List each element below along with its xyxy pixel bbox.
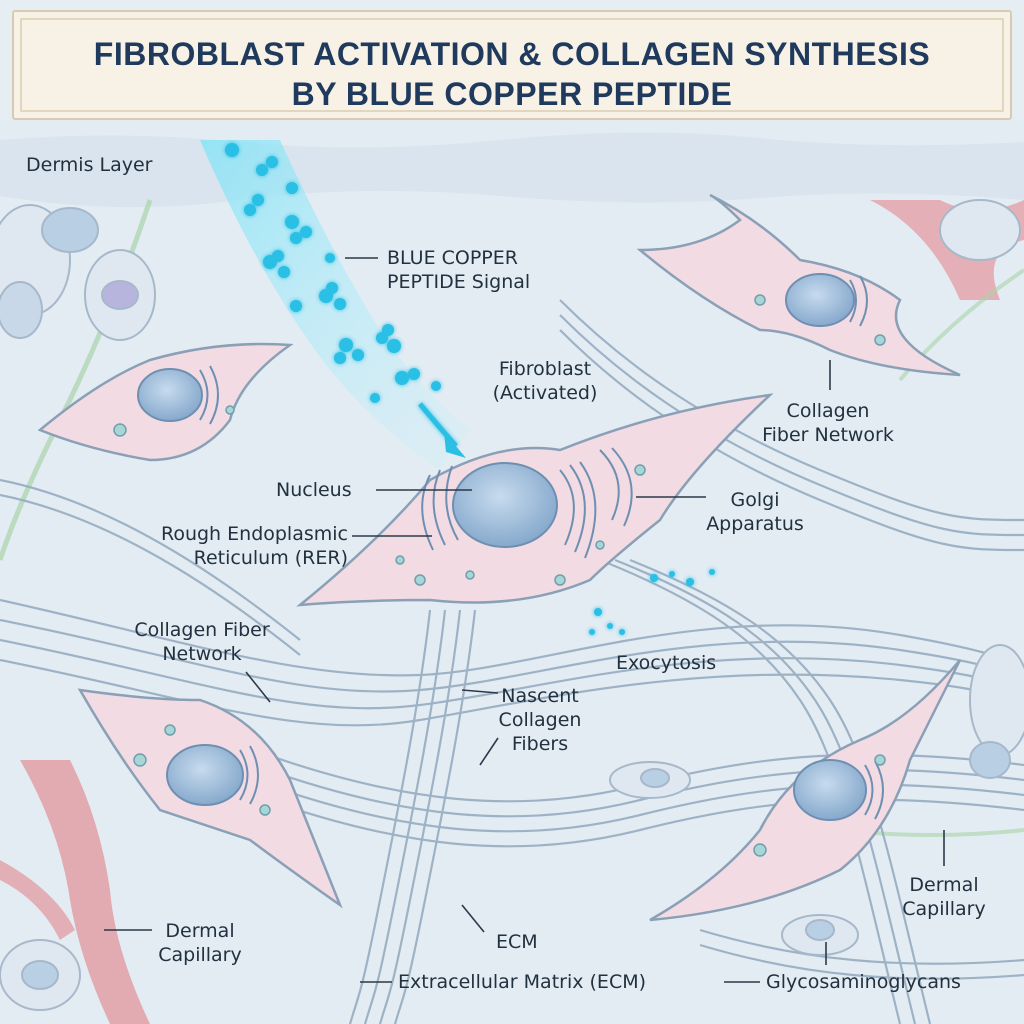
label-glycosaminoglycans: Glycosaminoglycans [766,971,961,993]
label-golgi-line: Apparatus [706,513,804,535]
title-line-1: FIBROBLAST ACTIVATION & COLLAGEN SYNTHES… [93,36,931,72]
central-nucleus [452,462,558,548]
label-ecm: ECM [496,931,538,953]
label-peptide-signal-line: PEPTIDE Signal [387,271,531,293]
title-banner: FIBROBLAST ACTIVATION & COLLAGEN SYNTHES… [12,10,1012,120]
label-collagen-network-left-line: Network [162,643,242,665]
label-nascent-line: Nascent [501,685,579,707]
label-peptide-signal-line: BLUE COPPER [387,247,518,269]
nuclei [137,273,867,821]
label-dermal-capillary-right-line: Dermal [909,874,979,896]
label-collagen-network-left: Collagen Fiber Network [112,618,292,666]
organelle-membranes [199,275,884,820]
background-cells [0,199,1024,1011]
exocytosis-particles [589,569,715,635]
label-nucleus: Nucleus [276,479,352,501]
label-nascent-line: Collagen [498,709,582,731]
label-collagen-network-right: Collagen Fiber Network [738,399,918,447]
label-nascent-collagen-fibers: Nascent Collagen Fibers [490,684,590,756]
peptide-arrow-head [444,432,466,458]
label-rer-line: Rough Endoplasmic [160,523,348,545]
label-collagen-network-right-line: Fiber Network [762,424,894,446]
title-line-2: BY BLUE COPPER PEPTIDE [291,76,733,112]
label-golgi-line: Golgi [730,489,780,511]
label-golgi-apparatus: Golgi Apparatus [690,488,820,536]
label-exocytosis: Exocytosis [616,652,717,674]
label-dermal-capillary-right-line: Capillary [902,898,986,920]
capillary-bottom-left-branch [0,860,75,940]
label-rer-line: Reticulum (RER) [193,547,348,569]
label-fibroblast-activated: Fibroblast (Activated) [470,357,620,405]
label-fibroblast-line: Fibroblast [498,358,592,380]
peptide-arrow [418,402,458,448]
label-extracellular-matrix: Extracellular Matrix (ECM) [398,971,647,993]
vesicles [113,294,886,857]
label-dermal-capillary-left: Dermal Capillary [140,919,260,967]
label-dermis-layer: Dermis Layer [26,154,153,176]
label-fibroblast-line: (Activated) [492,382,598,404]
leader-lines [104,257,945,983]
label-collagen-network-right-line: Collagen [786,400,870,422]
page-title: FIBROBLAST ACTIVATION & COLLAGEN SYNTHES… [14,34,1010,114]
label-nascent-line: Fibers [511,733,569,755]
label-collagen-network-left-line: Collagen Fiber [134,619,270,641]
label-rer: Rough Endoplasmic Reticulum (RER) [110,522,348,570]
capillary-bottom-left [20,760,150,1024]
label-dermal-capillary-left-line: Dermal [165,920,235,942]
label-dermal-capillary-left-line: Capillary [158,944,242,966]
label-dermal-capillary-right: Dermal Capillary [884,873,1004,921]
label-peptide-signal: BLUE COPPER PEPTIDE Signal [387,246,530,294]
peptide-molecules [225,143,441,403]
